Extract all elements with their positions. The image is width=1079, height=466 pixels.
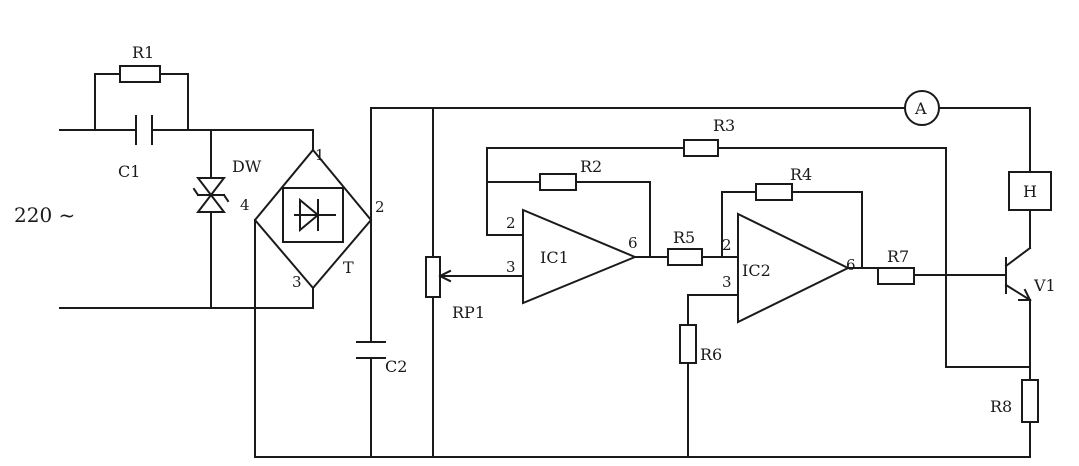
potentiometer-rp1 <box>425 256 441 298</box>
label-c1: C1 <box>118 162 140 181</box>
resistor-r4 <box>755 183 793 201</box>
resistor-r6 <box>679 324 697 364</box>
capacitor-c1 <box>135 115 153 145</box>
bridge-pin-4: 4 <box>240 196 250 214</box>
input-wires <box>59 73 314 309</box>
bridge-pin-2: 2 <box>375 198 385 216</box>
resistor-r7 <box>877 267 915 285</box>
ic1-feedback-wires <box>486 147 1031 368</box>
ic1-pin-3: 3 <box>506 258 516 276</box>
ic1-pin-6: 6 <box>628 234 638 252</box>
bridge-rectifier-t <box>253 148 373 290</box>
label-r7: R7 <box>887 247 909 266</box>
bridge-pin-3: 3 <box>292 273 302 291</box>
label-t: T <box>343 258 354 277</box>
label-r5: R5 <box>673 228 695 247</box>
label-dw: DW <box>232 157 262 176</box>
supply-label: 220 ~ <box>14 203 75 227</box>
label-rp1: RP1 <box>452 303 485 322</box>
zener-diode-dw <box>192 177 230 213</box>
label-h: H <box>1023 182 1037 201</box>
resistor-r2 <box>539 173 577 191</box>
label-r1: R1 <box>132 43 154 62</box>
label-c2: C2 <box>385 357 407 376</box>
resistor-r8 <box>1021 379 1039 423</box>
ic2-wires <box>687 191 1007 458</box>
resistor-r5 <box>667 248 703 266</box>
label-r3: R3 <box>713 116 735 135</box>
resistor-r1 <box>119 65 161 83</box>
ic2-pin-3: 3 <box>722 273 732 291</box>
ic2-pin-2: 2 <box>722 236 732 254</box>
label-r6: R6 <box>700 345 722 364</box>
opamp-ic1 <box>522 208 638 305</box>
bridge-pin-1: 1 <box>315 146 325 164</box>
supply-rails <box>254 107 1031 458</box>
label-r8: R8 <box>990 397 1012 416</box>
ic1-pin-2: 2 <box>506 214 516 232</box>
label-r4: R4 <box>790 165 812 184</box>
label-ic1: IC1 <box>540 248 569 267</box>
ammeter-a <box>904 90 940 126</box>
transistor-v1 <box>1004 209 1032 381</box>
label-a: A <box>914 99 927 118</box>
label-ic2: IC2 <box>742 261 771 280</box>
label-v1: V1 <box>1033 276 1056 295</box>
opamp-ic2 <box>737 212 851 324</box>
resistor-r3 <box>683 139 719 157</box>
ic2-pin-6: 6 <box>846 256 856 274</box>
capacitor-c2 <box>356 341 386 359</box>
wiper-arrow <box>438 269 524 283</box>
label-r2: R2 <box>580 157 602 176</box>
